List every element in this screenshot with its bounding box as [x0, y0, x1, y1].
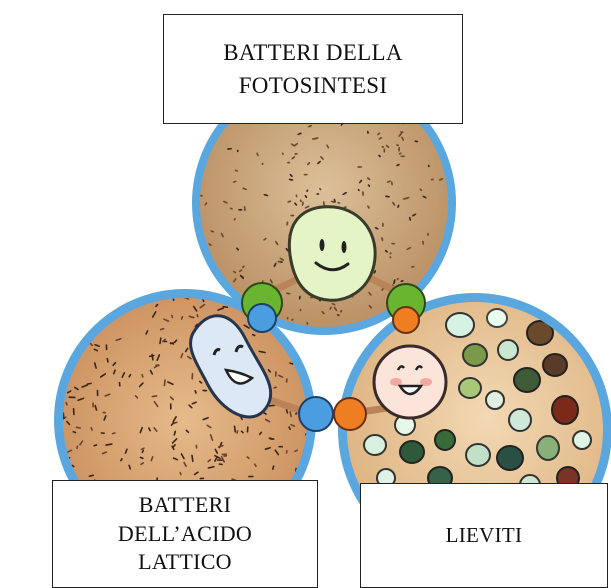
lactic-bacterium-rod — [113, 433, 115, 434]
lactic-bacterium-rod — [152, 396, 156, 397]
label-yeasts: LIEVITI — [360, 483, 608, 588]
lactic-bacterium-rod — [89, 475, 93, 476]
lactic-bacterium-rod — [273, 466, 274, 469]
lactic-bacterium-rod — [91, 428, 92, 430]
label-photosynthetic-bacteria-line-1: BATTERI DELLA — [223, 36, 403, 69]
lactic-bacterium-rod — [197, 315, 198, 317]
lactic-bacterium-rod — [142, 450, 143, 452]
label-lactic-acid-bacteria-line-2: DELL’ACIDO — [118, 520, 252, 549]
lactic-bacterium-rod — [242, 431, 244, 432]
green-mascot — [289, 207, 375, 300]
lactic-bacterium-rod — [107, 359, 108, 362]
label-yeasts-line-1: LIEVITI — [446, 520, 523, 550]
lactic-bacterium-rod — [253, 335, 255, 336]
lactic-bacterium-rod — [141, 448, 144, 449]
lactic-bacterium-rod — [182, 317, 183, 319]
lactic-bacterium-rod — [121, 459, 122, 461]
label-photosynthetic-bacteria: BATTERI DELLA FOTOSINTESI — [163, 14, 463, 124]
label-lactic-acid-bacteria-line-3: LATTICO — [138, 548, 232, 577]
label-photosynthetic-bacteria-line-2: FOTOSINTESI — [239, 69, 388, 102]
lactic-bacterium-rod — [66, 403, 67, 405]
lactic-bacterium-rod — [141, 457, 143, 458]
lactic-bacterium-rod — [152, 355, 153, 360]
lactic-bacterium-rod — [223, 307, 227, 308]
lactic-bacterium-rod — [235, 426, 236, 432]
lactic-bacterium-rod — [129, 375, 130, 377]
lactic-bacterium-rod — [129, 465, 130, 469]
lactic-bacterium-rod — [72, 465, 74, 466]
lactic-bacterium-rod — [180, 473, 181, 475]
lactic-bacterium-rod — [192, 455, 193, 461]
label-lactic-acid-bacteria: BATTERI DELL’ACIDO LATTICO — [52, 480, 318, 588]
lactic-bacterium-rod — [174, 422, 177, 423]
lactic-bacterium-rod — [287, 410, 288, 413]
lactic-bacterium-rod — [255, 464, 256, 466]
lactic-bacterium-rod — [195, 391, 196, 393]
lactic-bacterium-rod — [295, 450, 297, 451]
lactic-bacterium-rod — [164, 380, 165, 385]
label-lactic-acid-bacteria-line-1: BATTERI — [139, 491, 232, 520]
lactic-bacterium-rod — [174, 431, 175, 435]
lactic-bacterium-rod — [200, 382, 202, 383]
lactic-bacterium-rod — [106, 444, 112, 445]
lactic-bacterium-rod — [290, 412, 291, 417]
lactic-bacterium-rod — [63, 413, 64, 418]
lactic-bacterium-rod — [94, 445, 96, 446]
lactic-bacterium-rod — [76, 427, 80, 428]
photosynthetic-bacterium-speck — [383, 148, 385, 153]
lactic-bacterium-rod — [269, 438, 273, 439]
lactic-bacterium-rod — [142, 375, 143, 377]
joint-bottom — [299, 397, 366, 431]
lactic-bacterium-rod — [247, 457, 249, 458]
lactic-bacterium-rod — [259, 351, 265, 352]
lactic-bacterium-rod — [161, 329, 164, 330]
lactic-bacterium-rod — [171, 343, 174, 344]
lactic-bacterium-rod — [87, 383, 91, 384]
lactic-bacterium-rod — [274, 387, 276, 388]
lactic-bacterium-rod — [290, 363, 293, 364]
lactic-bacterium-rod — [289, 427, 290, 429]
lactic-bacterium-rod — [73, 432, 75, 433]
lactic-bacterium-rod — [160, 338, 161, 343]
lactic-bacterium-rod — [237, 431, 238, 433]
pink-mascot — [374, 346, 446, 418]
lactic-bacterium-rod — [269, 405, 274, 406]
